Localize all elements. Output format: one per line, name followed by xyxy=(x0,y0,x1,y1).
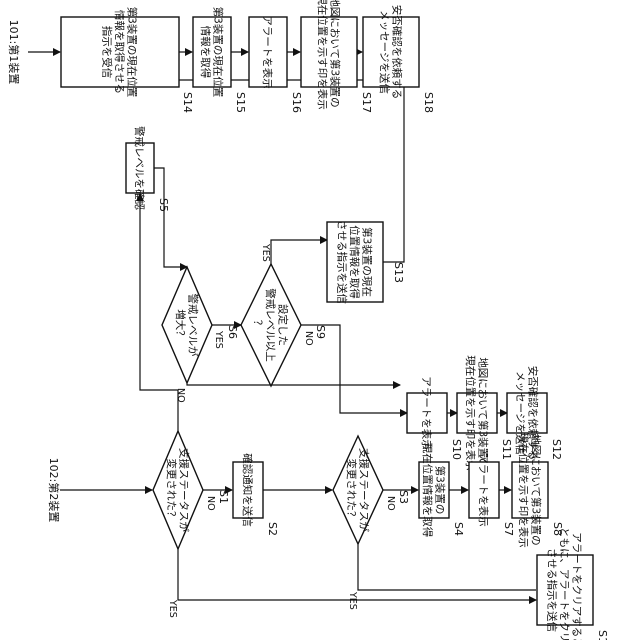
step-label-s16: S16 xyxy=(290,92,303,113)
flow-node-s6: 警戒レベルが増大？ S6 xyxy=(162,267,239,383)
node-text-s13: させる指示を送信 xyxy=(336,220,349,304)
node-text-s18: メッセージを送信 xyxy=(378,10,391,94)
node-text-s13: 位置情報を取得 xyxy=(348,225,361,299)
node-text-s19: ともに、アラートをクリア xyxy=(558,527,570,640)
device2-header: 102:第2装置 xyxy=(47,458,61,523)
flow-node-s14: 第3装置の現在位置情報を取得させる指示を受信 S14 xyxy=(61,7,194,113)
flow-node-s7: アラートを表示 S7 xyxy=(469,453,515,536)
flow-node-s1: 支援ステータスが変更された？ S1 xyxy=(153,431,230,549)
step-label-s17: S17 xyxy=(360,92,373,113)
flow-node-s17: 地図において第3装置の現在位置を示す印を表示 S17 xyxy=(301,0,373,113)
flow-node-s9: 設定した警戒レベル以上？ S9 xyxy=(241,264,327,386)
step-label-s5: S5 xyxy=(157,198,170,212)
flow-edge xyxy=(271,240,327,264)
node-text-s4: 第3装置の xyxy=(433,466,446,515)
step-label-s13: S13 xyxy=(392,262,405,283)
node-text-s14: 指示を受信 xyxy=(101,26,114,79)
step-label-s6: S6 xyxy=(226,325,239,339)
step-label-s18: S18 xyxy=(422,92,435,113)
yes-label-s6: YES xyxy=(213,330,224,349)
flow-node-s3: 支援ステータスが変更された？ S3 xyxy=(333,436,410,544)
node-text-s8: 地図において第3装置の xyxy=(529,434,542,545)
step-label-s7: S7 xyxy=(502,522,515,536)
flow-node-s10: アラートを表示 S10 xyxy=(407,376,463,460)
node-text-s19: させる指示を送信 xyxy=(546,548,559,632)
yes-label-s9: YES xyxy=(260,243,271,262)
node-text-s6: 増大？ xyxy=(174,309,187,341)
node-text-s7: アラートを表示 xyxy=(477,453,490,527)
device1-header: 101:第1装置 xyxy=(7,20,21,85)
step-label-s15: S15 xyxy=(234,92,247,113)
node-text-s15: 第3装置の現在位置 xyxy=(211,7,224,98)
node-text-s3: 変更された？ xyxy=(345,459,358,522)
node-text-s1: 支援ステータスが xyxy=(177,448,190,532)
flow-node-s16: アラートを表示 S16 xyxy=(249,15,303,113)
node-text-s11: 地図において第3装置の xyxy=(476,357,489,468)
node-text-s3: 支援ステータスが xyxy=(357,448,370,532)
node-text-s18: 安否確認を依頼する xyxy=(390,5,403,100)
flow-node-s15: 第3装置の現在位置情報を取得 S15 xyxy=(193,7,247,113)
flow-node-s13: 第3装置の現在位置情報を取得させる指示を送信 S13 xyxy=(327,220,405,304)
yes-label-s3: YES xyxy=(347,591,358,610)
no-label-s9: NO xyxy=(303,331,314,346)
node-text-s5: 警戒レベルを確認 xyxy=(133,126,146,210)
step-label-s19: S19 xyxy=(596,630,609,640)
node-text-s15: 情報を取得 xyxy=(199,26,212,79)
flow-node-s2: 確認通知を送信 S2 xyxy=(233,453,279,536)
step-label-s11: S11 xyxy=(500,439,513,460)
node-text-s17: 地図において第3装置の xyxy=(328,0,341,108)
flow-edge xyxy=(154,168,187,267)
step-label-s12: S12 xyxy=(550,439,563,460)
node-text-s9: 設定した xyxy=(277,304,290,346)
node-text-s11: 現在位置を示す印を表示 xyxy=(464,355,477,471)
yes-label-s1: YES xyxy=(167,599,178,618)
step-label-s4: S4 xyxy=(452,522,465,536)
node-text-s4: 現在位置情報を取得 xyxy=(421,443,434,538)
node-text-s1: 変更された？ xyxy=(165,459,178,522)
step-label-s14: S14 xyxy=(181,92,194,113)
node-text-s16: アラートを表示 xyxy=(261,15,274,89)
no-label-s1: NO xyxy=(205,496,216,511)
flow-edge xyxy=(187,383,400,385)
node-text-s2: 確認通知を送信 xyxy=(241,453,254,527)
step-label-s3: S3 xyxy=(397,490,410,504)
node-text-s17: 現在位置を示す印を表示 xyxy=(316,0,329,110)
node-text-s10: アラートを表示 xyxy=(420,376,433,450)
node-text-s9: 警戒レベル以上 xyxy=(264,288,277,362)
step-label-s10: S10 xyxy=(450,439,463,460)
node-text-s13: 第3装置の現在 xyxy=(361,227,374,297)
no-label-s3: NO xyxy=(385,496,396,511)
step-label-s1: S1 xyxy=(217,490,230,504)
no-label-s6: NO xyxy=(175,388,186,403)
node-text-s6: 警戒レベルが xyxy=(186,294,199,357)
flowchart-nodes: 第3装置の現在位置情報を取得させる指示を受信S14第3装置の現在位置情報を取得S… xyxy=(61,0,609,640)
node-text-s9: ？ xyxy=(252,320,264,331)
flow-node-s19: アラートをクリアするとともに、アラートをクリアさせる指示を送信 S19 xyxy=(537,527,609,640)
node-text-s19: アラートをクリアすると xyxy=(571,532,583,640)
flow-edge xyxy=(358,544,536,590)
node-text-s14: 第3装置の現在位置 xyxy=(126,7,139,98)
node-text-s8: 現在位置を示す印を表示 xyxy=(517,432,530,548)
step-label-s2: S2 xyxy=(266,522,279,536)
step-label-s9: S9 xyxy=(314,325,327,339)
node-text-s14: 情報を取得させる xyxy=(113,10,126,94)
